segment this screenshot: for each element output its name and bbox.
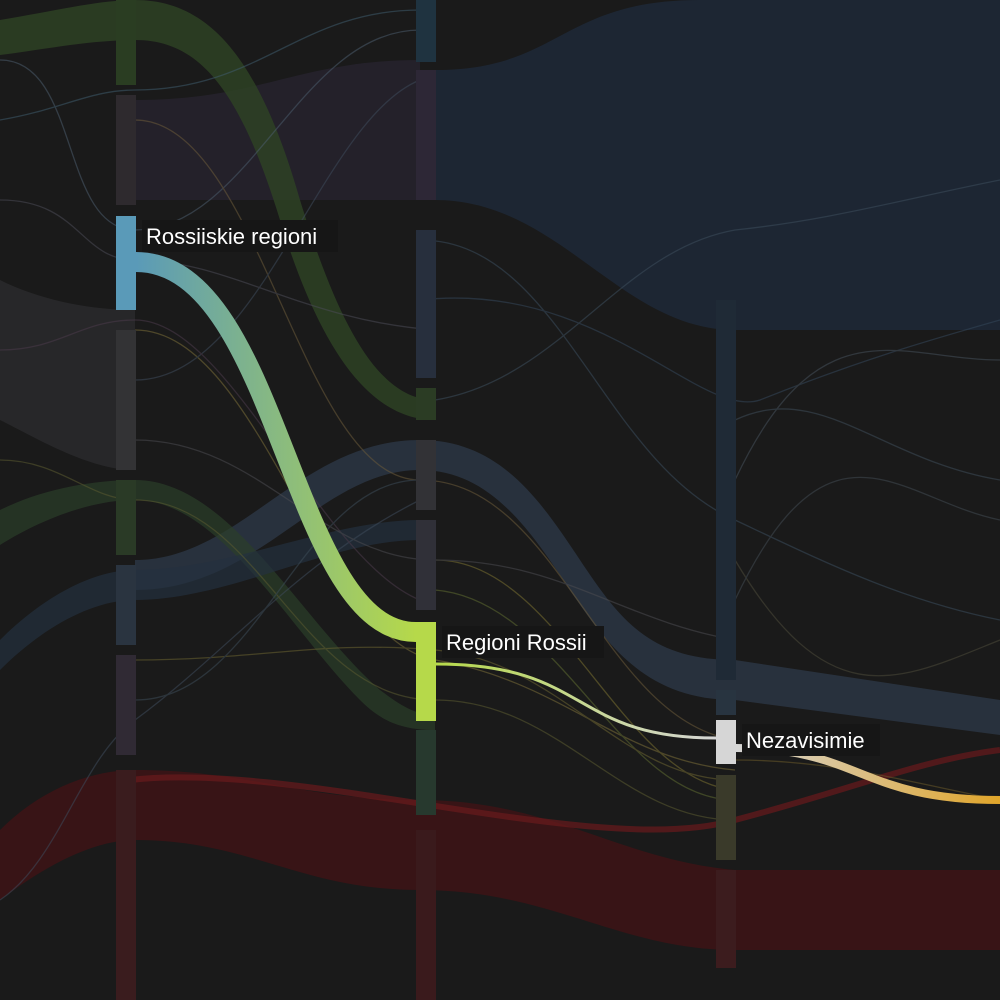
label-background xyxy=(742,724,880,756)
highlighted-path xyxy=(116,216,1000,804)
label-regioni-rossii: Regioni Rossii xyxy=(446,630,587,655)
node-bar xyxy=(116,655,136,755)
label-background xyxy=(442,626,604,658)
flow-band-purple-top xyxy=(135,60,420,200)
node-bar xyxy=(416,440,436,510)
node-rossiiskie-regioni[interactable] xyxy=(116,216,136,310)
flow-line xyxy=(0,319,421,601)
label-rossiiskie-regioni: Rossiiskie regioni xyxy=(146,224,317,249)
node-bar xyxy=(116,480,136,555)
flow-line xyxy=(134,479,421,701)
node-bar xyxy=(116,330,136,470)
flow-band-blue-left xyxy=(0,520,420,670)
flow-line xyxy=(134,329,736,771)
flow-line xyxy=(434,179,1000,401)
faint-flow-lines xyxy=(0,9,1000,901)
node-regioni-rossii[interactable] xyxy=(416,622,436,721)
flow-path-rossiiskie-to-regioni xyxy=(135,252,417,642)
flow-line xyxy=(734,476,1000,601)
node-columns xyxy=(116,0,736,1000)
node-bar xyxy=(416,730,436,815)
flow-line-red xyxy=(129,747,1000,833)
background-flows xyxy=(0,0,1000,950)
flow-line xyxy=(0,9,421,121)
node-labels: Rossiiskie regioni Regioni Rossii Nezavi… xyxy=(142,220,880,756)
flow-band-red xyxy=(0,770,1000,950)
flow-line xyxy=(434,559,736,791)
node-bar xyxy=(416,830,436,1000)
flow-band-gray-arc xyxy=(135,440,1000,735)
flow-line xyxy=(734,349,1000,481)
flow-band-navy xyxy=(435,0,1000,330)
label-background xyxy=(142,220,338,252)
flow-line xyxy=(419,297,1000,403)
node-bar xyxy=(716,300,736,680)
node-bar xyxy=(416,520,436,610)
node-bar xyxy=(716,870,736,968)
node-bar xyxy=(716,775,736,860)
flow-path-regioni-to-nezavisimie xyxy=(435,662,717,740)
node-bar xyxy=(416,388,436,420)
flow-band-green xyxy=(0,0,435,420)
flow-line xyxy=(434,589,736,801)
flow-line xyxy=(734,408,1000,481)
node-bar xyxy=(416,0,436,62)
flow-line xyxy=(419,239,1000,621)
node-bar xyxy=(716,690,736,715)
node-bar xyxy=(116,95,136,205)
flow-line xyxy=(734,559,1000,677)
flow-band-gray-left xyxy=(0,280,135,470)
flow-band-green-low xyxy=(0,480,435,730)
node-bar xyxy=(416,230,436,378)
flow-line xyxy=(0,459,736,821)
node-bar xyxy=(116,770,136,1000)
node-bar xyxy=(416,70,436,200)
label-nezavisimie: Nezavisimie xyxy=(746,728,865,753)
node-bar xyxy=(116,0,136,85)
node-nezavisimie[interactable] xyxy=(716,720,736,764)
node-bar xyxy=(116,565,136,645)
